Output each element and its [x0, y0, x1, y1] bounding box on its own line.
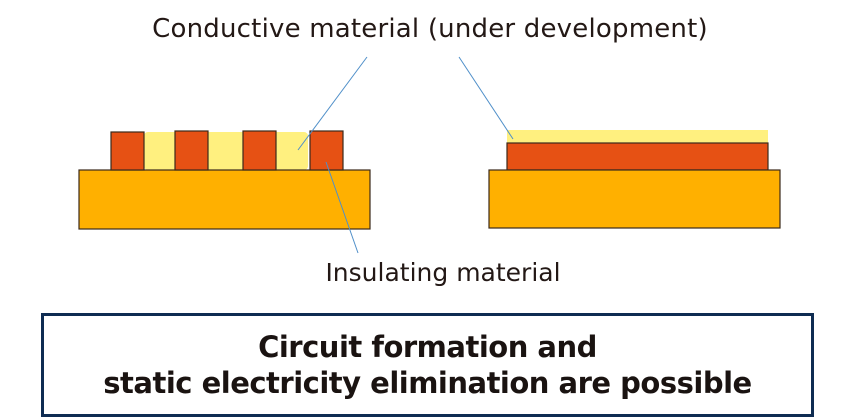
leader-line-conductive-right: [458, 56, 514, 140]
leader-line-conductive-left: [297, 56, 368, 151]
conductive-fill-left: [144, 132, 308, 170]
circuit-block-3: [242, 130, 277, 171]
substrate-right: [488, 169, 781, 229]
conductive-layer-right: [507, 130, 768, 143]
result-line-2: static electricity elimination are possi…: [103, 366, 752, 400]
right-diagram: [488, 130, 781, 229]
conductive-material-label: Conductive material (under development): [152, 14, 708, 44]
leader-line-insulating: [325, 161, 359, 254]
circuit-layer-right: [506, 142, 769, 171]
result-box: Circuit formation and static electricity…: [41, 313, 814, 417]
insulating-material-label: Insulating material: [325, 258, 561, 287]
circuit-block-1: [110, 131, 145, 171]
circuit-block-2: [174, 130, 209, 171]
result-line-1: Circuit formation and: [258, 330, 597, 364]
substrate-left: [78, 169, 371, 230]
left-diagram: [78, 130, 371, 230]
